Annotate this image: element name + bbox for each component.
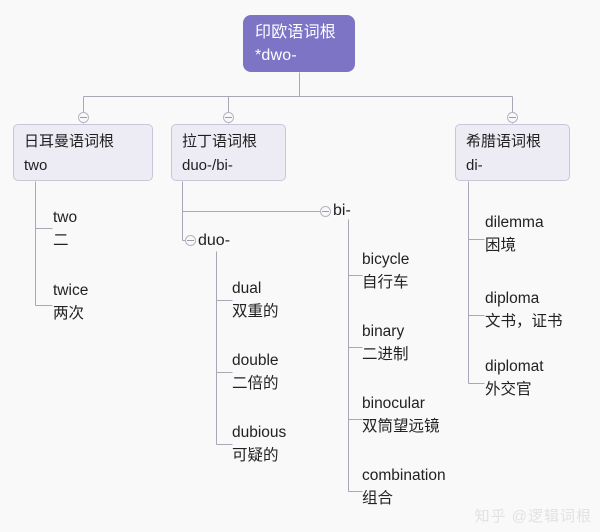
sub-node-bi[interactable]: bi- xyxy=(333,202,351,219)
leaf-en: dubious xyxy=(232,424,287,441)
leaf-node[interactable]: binocular 双筒望远镜 xyxy=(362,393,440,439)
leaf-node[interactable]: bicycle 自行车 xyxy=(362,249,409,295)
branch-germanic-line2: two xyxy=(24,157,48,174)
branch-node-latin[interactable]: 拉丁语词根 duo-/bi- xyxy=(171,124,286,181)
branch-node-germanic[interactable]: 日耳曼语词根 two xyxy=(13,124,153,181)
branch-germanic-line1: 日耳曼语词根 xyxy=(24,133,115,150)
leaf-node[interactable]: diplomat 外交官 xyxy=(485,356,544,402)
leaf-zh: 二进制 xyxy=(362,346,409,363)
leaf-en: bicycle xyxy=(362,251,410,268)
collapse-handle-icon-duo[interactable] xyxy=(185,235,196,246)
leaf-node[interactable]: dubious 可疑的 xyxy=(232,422,286,468)
branch-greek-line2: di- xyxy=(466,157,483,174)
leaf-en: combination xyxy=(362,467,446,484)
leaf-zh: 困境 xyxy=(485,237,517,254)
leaf-en: twice xyxy=(53,282,89,299)
leaf-node[interactable]: two 二 xyxy=(53,207,77,253)
leaf-en: binary xyxy=(362,323,405,340)
leaf-en: double xyxy=(232,352,279,369)
leaf-en: two xyxy=(53,209,78,226)
leaf-zh: 双重的 xyxy=(232,303,279,320)
branch-greek-line1: 希腊语词根 xyxy=(466,133,542,150)
leaf-zh: 外交官 xyxy=(485,381,532,398)
branch-latin-line2: duo-/bi- xyxy=(182,157,233,174)
branch-latin-line1: 拉丁语词根 xyxy=(182,133,258,150)
leaf-node[interactable]: combination 组合 xyxy=(362,465,446,511)
collapse-handle-icon-greek[interactable] xyxy=(507,112,518,123)
leaf-node[interactable]: twice 两次 xyxy=(53,280,88,326)
leaf-node[interactable]: binary 二进制 xyxy=(362,321,409,367)
branch-node-greek[interactable]: 希腊语词根 di- xyxy=(455,124,570,181)
root-node-line2: *dwo- xyxy=(255,47,297,64)
sub-node-duo[interactable]: duo- xyxy=(198,232,231,249)
leaf-zh: 可疑的 xyxy=(232,447,279,464)
leaf-node[interactable]: double 二倍的 xyxy=(232,350,279,396)
leaf-zh: 文书，证书 xyxy=(485,313,563,330)
leaf-node[interactable]: dilemma 困境 xyxy=(485,212,544,258)
root-node[interactable]: 印欧语词根 *dwo- xyxy=(243,15,355,72)
leaf-node[interactable]: dual 双重的 xyxy=(232,278,279,324)
leaf-zh: 二倍的 xyxy=(232,375,279,392)
leaf-en: binocular xyxy=(362,395,425,412)
leaf-en: dual xyxy=(232,280,262,297)
leaf-zh: 组合 xyxy=(362,490,394,507)
leaf-zh: 两次 xyxy=(53,305,85,322)
collapse-handle-icon-latin[interactable] xyxy=(223,112,234,123)
leaf-node[interactable]: diploma 文书，证书 xyxy=(485,288,563,334)
leaf-en: dilemma xyxy=(485,214,544,231)
leaf-zh: 自行车 xyxy=(362,274,409,291)
leaf-en: diploma xyxy=(485,290,540,307)
watermark: 知乎 @逻辑词根 xyxy=(474,508,592,525)
root-node-line1: 印欧语词根 xyxy=(255,24,337,41)
leaf-en: diplomat xyxy=(485,358,544,375)
collapse-handle-icon-germanic[interactable] xyxy=(78,112,89,123)
collapse-handle-icon-bi[interactable] xyxy=(320,206,331,217)
leaf-zh: 双筒望远镜 xyxy=(362,418,440,435)
leaf-zh: 二 xyxy=(53,232,69,249)
